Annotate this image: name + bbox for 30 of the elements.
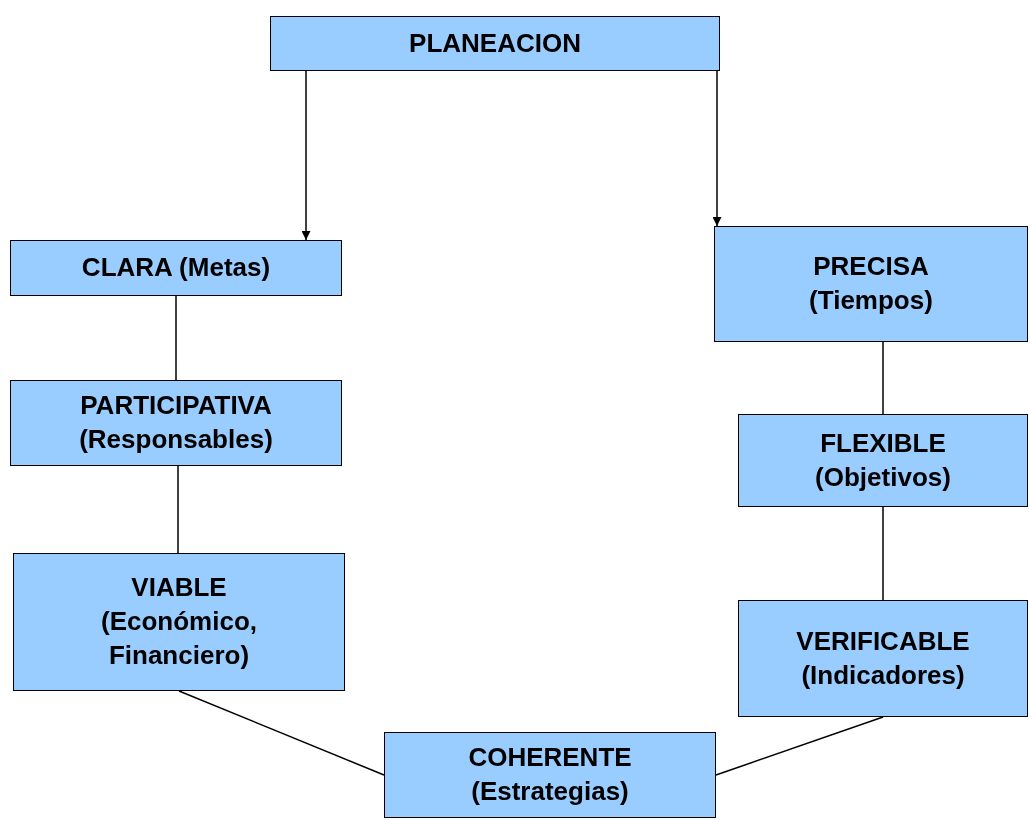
box-label: (Económico, Financiero) <box>100 605 258 672</box>
box-label: PARTICIPATIVA <box>80 389 272 423</box>
process-box <box>13 553 345 691</box>
box-label: CLARA (Metas) <box>81 251 271 285</box>
box-label: PLANEACION <box>409 26 581 60</box>
process-box <box>270 16 720 71</box>
process-box <box>714 226 1028 342</box>
process-box <box>738 414 1028 507</box>
box-label: (Tiempos) <box>809 284 933 317</box>
box-label: (Objetivos) <box>815 460 951 494</box>
process-box <box>384 732 716 818</box>
process-box <box>10 380 342 466</box>
box-label: FLEXIBLE <box>820 426 946 460</box>
box-label: PRECISA <box>813 250 929 284</box>
connector-line <box>177 465 179 554</box>
box-label: (Indicadores) <box>801 658 965 692</box>
box-label: (Estrategias) <box>471 775 629 808</box>
arrow <box>712 70 722 227</box>
connector-line <box>882 341 884 415</box>
connector-line <box>715 716 884 776</box>
box-label: (Responsables) <box>79 423 273 456</box>
box-label: COHERENTE <box>468 741 632 775</box>
process-box <box>738 600 1028 717</box>
connector-line <box>882 506 884 601</box>
connector-line <box>175 295 177 381</box>
process-box <box>10 240 342 296</box>
box-label: VIABLE <box>131 571 227 605</box>
arrow <box>301 70 311 241</box>
box-label: VERIFICABLE <box>796 624 970 658</box>
connector-line <box>178 690 385 776</box>
